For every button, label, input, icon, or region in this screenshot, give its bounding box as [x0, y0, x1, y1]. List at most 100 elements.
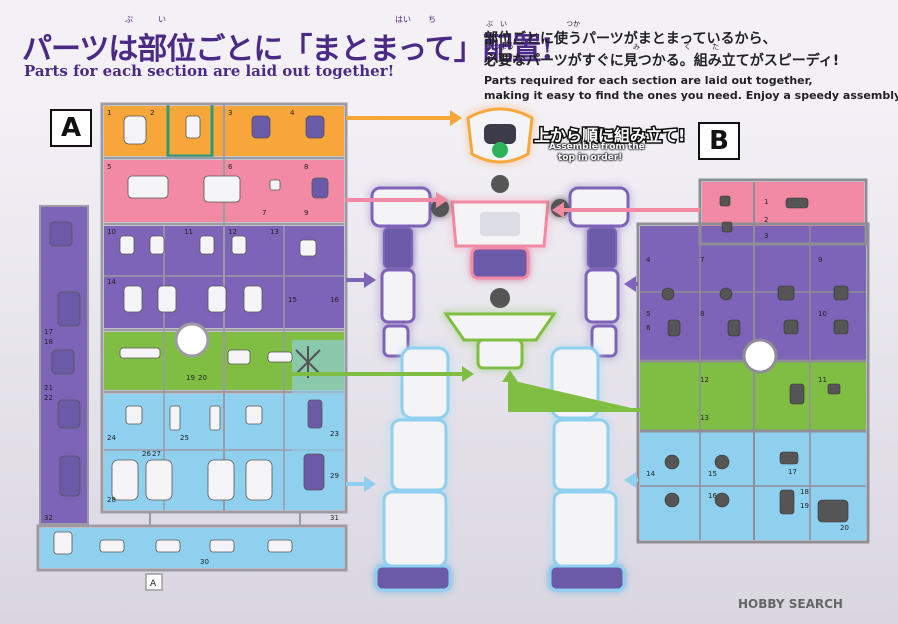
arrow-head	[346, 110, 462, 126]
a-num: 9	[304, 209, 308, 217]
a-num: 4	[290, 109, 295, 117]
arrow-waist-b	[502, 370, 640, 412]
description-jp-line1: 部位ごとに使うパーツがまとまっているから、	[484, 31, 777, 47]
robot-waist	[443, 312, 557, 370]
title-ruby-bu: ぶ	[125, 15, 133, 24]
runner-a-bottom-section	[40, 528, 344, 568]
a-num: 6	[228, 163, 233, 171]
a-num: 8	[304, 163, 308, 171]
title-ruby-chi: ち	[428, 15, 436, 24]
desc-ruby-bu: ぶ	[486, 20, 493, 28]
a-num: 14	[107, 278, 116, 286]
runner-a-label: A	[50, 109, 92, 147]
b-num: 13	[700, 414, 709, 422]
a-num: 2	[150, 109, 154, 117]
a-num: 24	[107, 434, 116, 442]
robot-left-leg	[374, 346, 452, 592]
b-num: 9	[818, 256, 822, 264]
b-num: 10	[818, 310, 827, 318]
a-num: 1	[107, 109, 111, 117]
b-num: 15	[708, 470, 717, 478]
assemble-order-jp: 上から順に組み立て!	[532, 125, 686, 147]
desc-ruby-hitsuyou: ひつよう	[486, 43, 514, 51]
robot-right-arm	[551, 186, 630, 358]
description-en-line2: making it easy to find the ones you need…	[484, 89, 898, 102]
a-num: 26	[142, 450, 151, 458]
b-num: 11	[818, 376, 827, 384]
b-num: 8	[700, 310, 704, 318]
desc-ruby-mi: み	[633, 43, 640, 51]
b-num: 20	[840, 524, 849, 532]
title-ruby-hai: はい	[395, 15, 411, 24]
a-num: 22	[44, 394, 53, 402]
runner-b-gate-hole	[742, 338, 778, 374]
b-num: 17	[788, 468, 797, 476]
assemble-order-en-line1: Assemble from the	[549, 142, 645, 152]
a-num: 11	[184, 228, 193, 236]
robot-head	[466, 107, 534, 164]
arrow-torso-b	[552, 202, 700, 218]
desc-ruby-ta: た	[712, 43, 719, 51]
page-title: パーツは部位ごとに「まとまって」配置!	[22, 32, 554, 67]
arrow-arm-b	[624, 276, 638, 292]
a-num: 16	[330, 296, 339, 304]
a-num: 23	[330, 430, 339, 438]
a-num: 25	[180, 434, 189, 442]
a-num: 21	[44, 384, 53, 392]
a-num: 19	[186, 374, 195, 382]
desc-ruby-ku: く	[684, 43, 691, 51]
b-num: 7	[700, 256, 704, 264]
b-num: 4	[646, 256, 651, 264]
a-num: 10	[107, 228, 116, 236]
assemble-order-en-line2: top in order!	[558, 153, 623, 163]
robot-model	[370, 107, 630, 592]
runner-a-numbers: 1 2 3 4 5 6 7 8 9 10 11 12 13 14 15 16 1…	[44, 109, 339, 589]
a-num: 30	[200, 558, 209, 566]
robot-left-arm	[370, 186, 449, 358]
b-num: 12	[700, 376, 709, 384]
arrow-leg-b	[624, 472, 638, 488]
desc-ruby-tsuka: つか	[566, 20, 580, 28]
b-num: 18	[800, 488, 809, 496]
b-num: 5	[646, 310, 650, 318]
title-ruby-i: い	[158, 15, 166, 24]
b-num: 14	[646, 470, 655, 478]
arrow-leg-a	[346, 476, 376, 492]
a-num: 17	[44, 328, 53, 336]
arrow-arm-a	[346, 272, 376, 288]
a-num: 28	[107, 496, 116, 504]
runner-a-gate-hole	[174, 322, 210, 358]
arrow-torso-a	[346, 192, 448, 208]
a-num: 20	[198, 374, 207, 382]
b-num: 2	[764, 216, 768, 224]
runner-b-numbers: 1 2 3 4 5 6 7 8 9 10 11 12 13 14 15 16 1…	[646, 198, 849, 532]
description-en-line1: Parts required for each section are laid…	[484, 74, 813, 87]
a-num: 15	[288, 296, 297, 304]
watermark: HOBBY SEARCH	[738, 597, 843, 611]
runner-b-label: B	[698, 122, 740, 160]
a-num: 3	[228, 109, 232, 117]
b-num: 3	[764, 232, 768, 240]
b-num: 1	[764, 198, 768, 206]
a-num: 32	[44, 514, 53, 522]
a-num: 31	[330, 514, 339, 522]
desc-ruby-i: い	[500, 20, 507, 28]
runner-b	[636, 178, 870, 544]
section-arrows	[292, 110, 700, 492]
a-num: 29	[330, 472, 339, 480]
b-num: 19	[800, 502, 809, 510]
a-num: 13	[270, 228, 279, 236]
runner-a	[36, 102, 348, 591]
page-subtitle: Parts for each section are laid out toge…	[24, 62, 395, 80]
a-num: 27	[152, 450, 161, 458]
a-num: 5	[107, 163, 111, 171]
b-num: 16	[708, 492, 717, 500]
description-jp-line2: 必要なパーツがすぐに見つかる。組み立てがスピーディ!	[484, 53, 840, 69]
runner-a-corner-tag: A	[150, 579, 157, 589]
robot-torso	[450, 200, 550, 280]
a-num: 7	[262, 209, 266, 217]
a-num: 12	[228, 228, 237, 236]
a-num: 18	[44, 338, 53, 346]
